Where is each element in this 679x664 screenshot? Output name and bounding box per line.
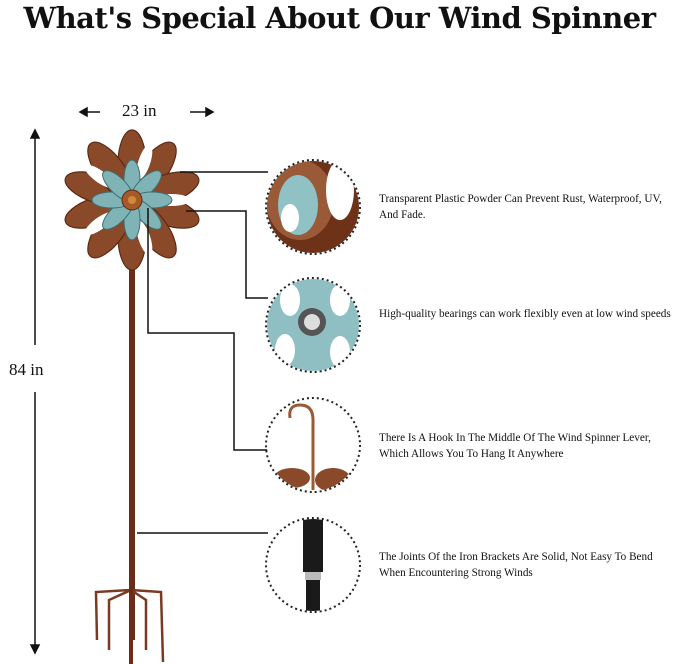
width-label: 23 in bbox=[122, 101, 157, 120]
page-title: What's Special About Our Wind Spinner bbox=[23, 1, 656, 35]
feature-caption-hook: There Is A Hook In The Middle Of The Win… bbox=[379, 432, 651, 460]
detail-joint-closeup bbox=[265, 517, 361, 613]
height-arrow bbox=[29, 128, 41, 655]
feature-caption-coating: Transparent Plastic Powder Can Prevent R… bbox=[379, 193, 662, 221]
stake bbox=[94, 250, 165, 664]
width-arrow bbox=[78, 106, 215, 118]
detail-bearing-closeup bbox=[265, 277, 361, 373]
height-label: 84 in bbox=[9, 360, 44, 379]
feature-caption-bearing: High-quality bearings can work flexibly … bbox=[379, 308, 671, 320]
detail-coating-closeup bbox=[265, 159, 361, 255]
feature-caption-joint: The Joints Of the Iron Brackets Are Soli… bbox=[379, 551, 653, 579]
spinner-flower bbox=[64, 129, 200, 271]
callout-lines bbox=[137, 171, 268, 534]
detail-hook-closeup bbox=[265, 397, 361, 493]
